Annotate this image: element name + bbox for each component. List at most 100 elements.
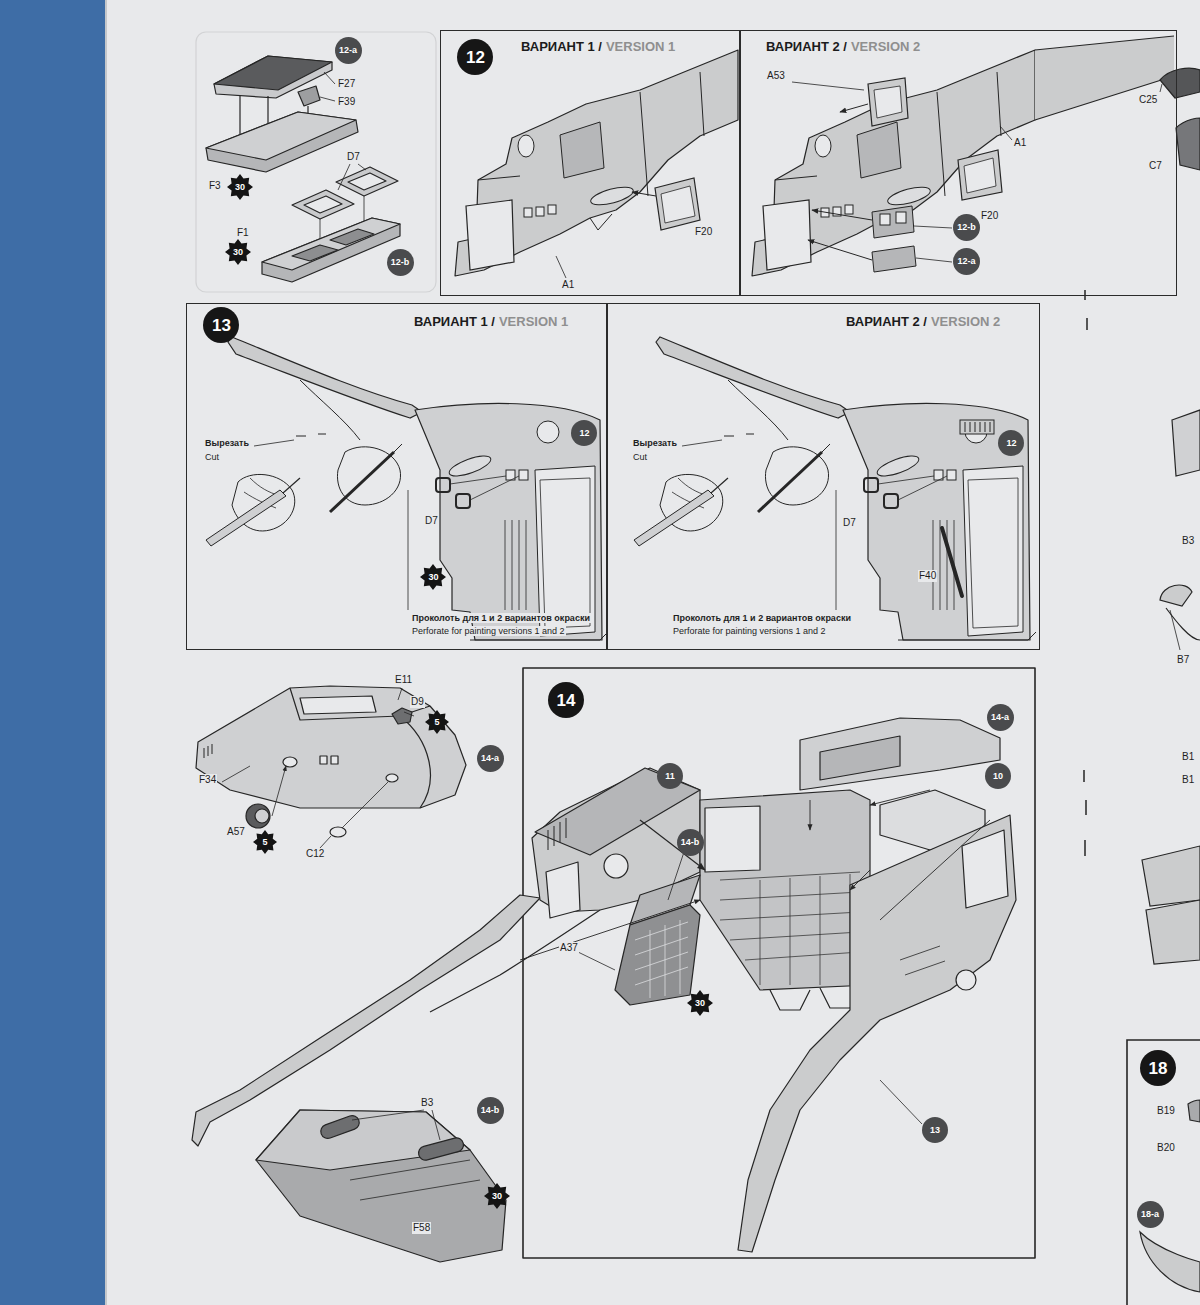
step-12-illustration — [792, 82, 864, 90]
subassembly-12 — [206, 112, 358, 172]
quantity-number: 30 — [695, 999, 705, 1008]
quantity-star: 30 — [225, 239, 251, 265]
step-14-illustration — [720, 872, 860, 985]
callout-circle: 10 — [985, 763, 1011, 789]
subassembly-12 — [320, 72, 335, 101]
step-panel: ВАРИАНТ 1 /VERSION 1131230 — [186, 303, 607, 650]
part-label: A1 — [561, 279, 575, 291]
part-label: Вырезать — [632, 438, 678, 448]
step-12-illustration — [661, 186, 695, 223]
step-14-illustration — [604, 854, 628, 878]
callout-number: 12-b — [391, 258, 410, 267]
part-label: A53 — [766, 70, 786, 82]
part-label: C7 — [1148, 160, 1163, 172]
next-page-fragments — [1188, 1100, 1200, 1122]
step-14-illustration — [770, 988, 860, 1010]
subassembly-12 — [262, 218, 400, 282]
quantity-star: 30 — [227, 174, 253, 200]
part-label: B20 — [1156, 1142, 1176, 1154]
step-14-illustration — [956, 970, 976, 990]
next-page-fragments — [1127, 1040, 1200, 1305]
next-page-fragments — [1176, 118, 1200, 170]
part-label: Вырезать — [204, 438, 250, 448]
subassembly-14a — [204, 744, 212, 758]
quantity-star: 5 — [253, 830, 277, 854]
part-label: F58 — [412, 1222, 431, 1234]
version-heading: ВАРИАНТ 2 / — [846, 315, 927, 330]
quantity-number: 30 — [428, 573, 438, 582]
part-label: B1 — [1181, 751, 1195, 763]
callout-number: 11 — [665, 772, 675, 781]
subassembly-12 — [262, 218, 400, 270]
callout-number: 18 — [1149, 1060, 1168, 1077]
star-outline — [253, 830, 277, 854]
star-outline — [420, 564, 446, 590]
callout-number: 14 — [557, 692, 576, 709]
callout-circle: 14-a — [987, 704, 1014, 731]
part-label: A57 — [226, 826, 246, 838]
version-heading: ВАРИАНТ 1 / — [521, 40, 602, 55]
step-14-illustration — [546, 862, 580, 918]
step-12-illustration — [896, 212, 906, 223]
step-14-illustration — [548, 818, 566, 850]
part-label: D7 — [424, 515, 439, 527]
step-12-illustration — [914, 226, 952, 262]
callout-circle: 18-a — [1137, 1201, 1164, 1228]
step-14-illustration — [705, 806, 760, 872]
callout-circle: 14-a — [477, 745, 504, 772]
star-outline — [425, 710, 449, 734]
step-14-illustration — [800, 718, 1000, 790]
step-14-illustration — [523, 668, 1035, 1258]
step-12-illustration — [812, 210, 872, 220]
version-heading-latin: VERSION 2 — [851, 40, 920, 55]
step-12-illustration — [655, 178, 700, 230]
subassembly-14b — [350, 1160, 480, 1200]
next-page-fragments — [1084, 290, 1087, 856]
subassembly-12 — [292, 190, 354, 219]
callout-circle: 14-b — [677, 829, 704, 856]
subassembly-14b — [319, 1114, 361, 1141]
callout-number: 18-a — [1141, 1210, 1159, 1219]
quantity-number: 5 — [262, 838, 267, 847]
next-page-fragments — [1160, 585, 1192, 606]
star-outline — [225, 239, 251, 265]
step-14-illustration — [430, 910, 600, 1012]
version-heading-latin: VERSION 1 — [499, 315, 568, 330]
subassembly-14a — [300, 696, 376, 714]
step-12-illustration — [872, 246, 916, 272]
subassembly-14a — [246, 804, 270, 828]
step-14-illustration — [870, 790, 930, 805]
subassembly-14b — [256, 1110, 506, 1262]
step-panel: ВАРИАНТ 2 /VERSION 212 — [607, 303, 1040, 650]
part-label: B7 — [1176, 654, 1190, 666]
next-page-fragments — [1142, 846, 1200, 906]
subassembly-12 — [336, 167, 398, 196]
subassembly-12 — [330, 229, 374, 245]
part-label: B1 — [1181, 774, 1195, 786]
callout-circle: 12-a — [953, 248, 980, 275]
subassembly-14a — [196, 686, 466, 808]
part-label: F39 — [337, 96, 356, 108]
star-outline — [484, 1183, 510, 1209]
quantity-number: 30 — [235, 183, 245, 192]
subassembly-14a — [272, 766, 286, 816]
callout-number: 12-a — [339, 46, 357, 55]
step-12-illustration — [632, 192, 656, 196]
next-page-fragments — [1140, 1232, 1200, 1292]
part-label: F20 — [694, 226, 713, 238]
step-12-illustration — [872, 206, 914, 238]
star-outline — [227, 174, 253, 200]
subassembly-12 — [298, 86, 320, 106]
part-label: B3 — [420, 1097, 434, 1109]
part-label: F34 — [198, 774, 217, 786]
version-heading: ВАРИАНТ 1 / — [414, 315, 495, 330]
callout-number: 12 — [579, 429, 589, 438]
subassembly-14a — [222, 766, 250, 782]
subassembly-14a — [196, 686, 466, 848]
drawing-part — [106, 0, 1200, 1305]
part-label: A1 — [1013, 137, 1027, 149]
step-14-illustration — [520, 900, 700, 960]
subassembly-14a — [400, 716, 430, 808]
part-label: Проколоть для 1 и 2 вариантов окраски — [672, 613, 852, 623]
step-13-illustration — [836, 490, 837, 610]
